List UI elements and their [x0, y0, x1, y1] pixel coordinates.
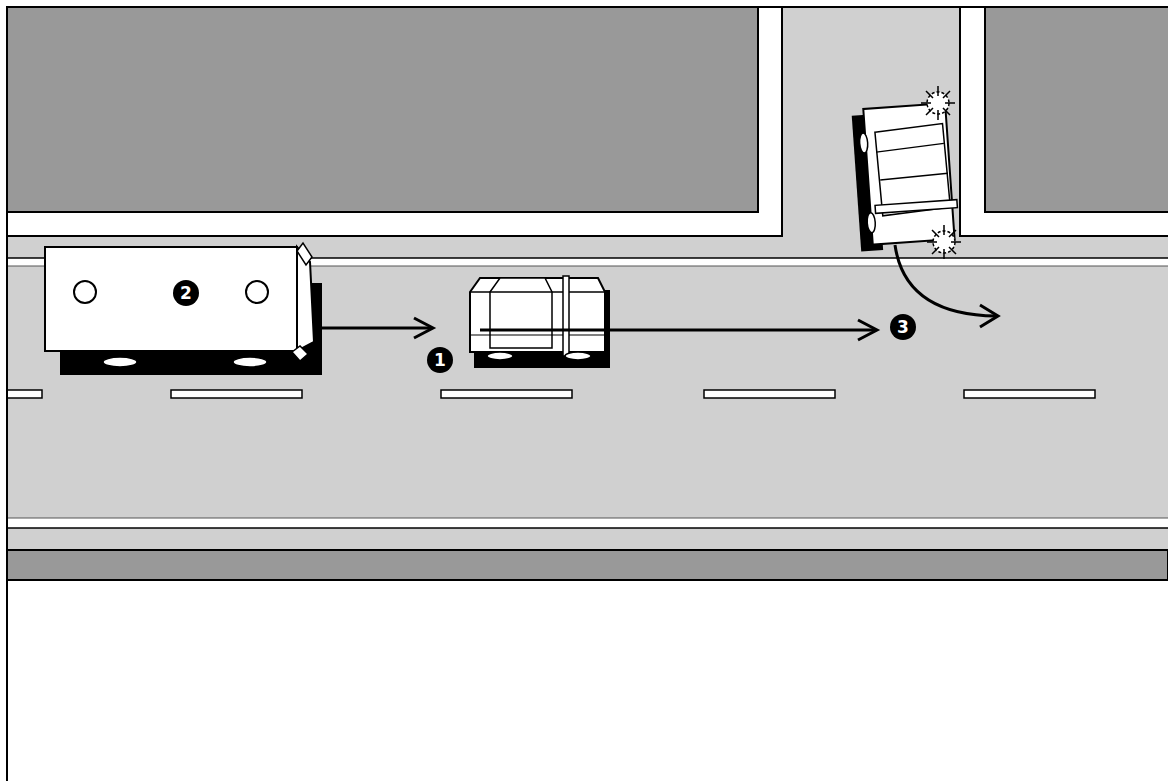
road-edge-bottom — [7, 527, 1168, 529]
truck — [292, 346, 308, 361]
truck — [45, 247, 297, 351]
car-arrow — [480, 320, 877, 340]
lane-dashes — [171, 390, 302, 398]
warning-light — [921, 86, 955, 120]
car — [565, 352, 591, 360]
car-arrow — [858, 320, 877, 340]
emergency-vehicle — [867, 212, 876, 233]
road-edge-bottom — [7, 518, 1168, 519]
truck — [74, 281, 96, 303]
building-block-right — [985, 7, 1168, 212]
car — [490, 278, 552, 348]
truck-arrow — [322, 327, 432, 330]
building-block-left — [7, 7, 758, 212]
lane-dashes — [441, 390, 572, 398]
turn-arrow — [980, 305, 998, 327]
side-street — [783, 7, 959, 259]
building-block-right — [960, 7, 1168, 236]
callout-number: 2 — [173, 280, 199, 306]
side-street — [783, 7, 959, 259]
truck — [103, 357, 137, 367]
road-edge-bottom — [7, 550, 1168, 580]
truck — [246, 281, 268, 303]
building-block-left — [7, 7, 782, 236]
road-edge-bottom — [7, 518, 1168, 528]
lane-dashes — [964, 390, 1095, 398]
building-block-right — [960, 7, 1168, 236]
outer-frame — [7, 7, 1168, 781]
lane-dashes — [704, 390, 835, 398]
callout-number: 1 — [427, 347, 453, 373]
car — [563, 276, 569, 356]
turn-arrow — [895, 245, 998, 327]
lane-dashes — [7, 390, 42, 398]
car — [487, 352, 513, 360]
outer-frame — [7, 7, 1168, 781]
truck-arrow — [414, 318, 433, 338]
warning-light — [921, 86, 961, 259]
truck-arrow — [322, 318, 433, 338]
car-arrow — [480, 329, 876, 332]
emergency-vehicle — [859, 133, 868, 154]
truck — [233, 357, 267, 367]
truck — [45, 243, 322, 375]
warning-light — [927, 225, 961, 259]
truck — [297, 243, 312, 265]
car — [470, 334, 605, 335]
emergency-vehicle — [880, 173, 948, 180]
callout-number: 3 — [890, 314, 916, 340]
car — [470, 291, 605, 293]
car — [470, 276, 610, 368]
emergency-vehicle — [875, 200, 957, 214]
emergency-vehicle — [863, 103, 954, 244]
emergency-vehicle — [876, 143, 944, 152]
road-edge-bottom — [7, 518, 1168, 580]
building-block-left — [7, 7, 782, 236]
car — [470, 278, 605, 352]
lane-dashes — [7, 390, 1095, 398]
